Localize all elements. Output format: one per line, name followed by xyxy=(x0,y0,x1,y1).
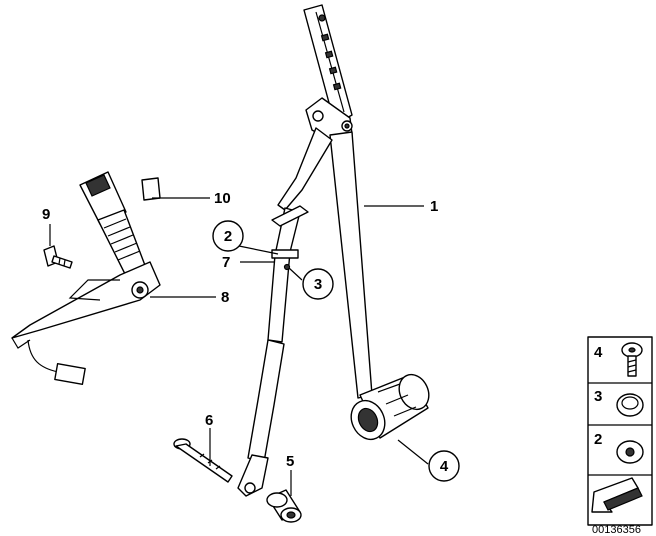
bolt-part-6 xyxy=(173,438,233,483)
legend-label-2: 2 xyxy=(594,431,602,448)
callout-6: 6 xyxy=(205,412,213,429)
callout-2: 2 xyxy=(224,228,232,245)
callout-1: 1 xyxy=(430,198,438,215)
callout-9: 9 xyxy=(42,206,50,223)
lap-belt xyxy=(237,205,309,497)
spacer-bushing-part-5 xyxy=(266,489,302,523)
callout-5: 5 xyxy=(286,453,294,470)
legend-button-icon xyxy=(616,393,644,417)
callout-circle-3: 3 xyxy=(302,268,334,300)
height-adjuster-rail xyxy=(303,4,353,141)
label-part-10 xyxy=(141,177,161,201)
callout-10: 10 xyxy=(214,190,231,207)
screw-part-9 xyxy=(43,245,73,269)
callout-3: 3 xyxy=(314,276,322,293)
stopper-part-7 xyxy=(271,249,299,259)
legend-stopper-icon xyxy=(616,440,644,464)
callout-circle-4: 4 xyxy=(428,450,460,482)
legend-screw-icon xyxy=(621,342,643,377)
leader-lines xyxy=(49,197,429,496)
retractor xyxy=(350,373,430,441)
callout-7: 7 xyxy=(222,254,230,271)
seat-belt-buckle xyxy=(11,171,161,386)
callout-circle-2: 2 xyxy=(212,220,244,252)
catalog-number: 00136356 xyxy=(592,524,641,536)
stopper-button-part-3 xyxy=(283,263,291,271)
callout-8: 8 xyxy=(221,289,229,306)
callout-4: 4 xyxy=(440,458,449,475)
legend-label-3: 3 xyxy=(594,388,602,405)
legend-label-4: 4 xyxy=(594,344,603,361)
arrow-icon xyxy=(591,477,643,513)
parts-legend-panel: 4 3 2 xyxy=(587,336,653,526)
shoulder-belt xyxy=(277,127,373,399)
